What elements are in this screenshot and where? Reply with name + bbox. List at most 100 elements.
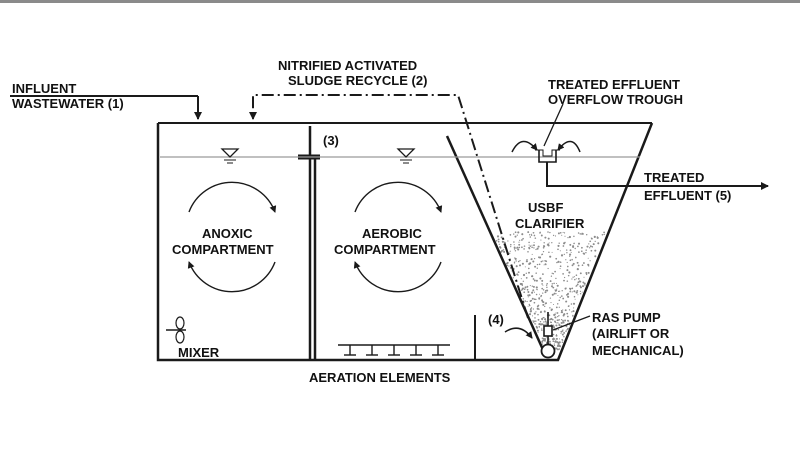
sludge-dot — [539, 257, 541, 259]
sludge-dot — [549, 231, 551, 234]
sludge-dot — [522, 298, 525, 300]
recycle-label: SLUDGE RECYCLE (2) — [288, 73, 427, 88]
sludge-dot — [510, 243, 512, 246]
sludge-dot — [530, 307, 532, 310]
sludge-dot — [563, 331, 566, 334]
sludge-dot — [565, 259, 567, 261]
sludge-dot — [550, 275, 553, 277]
aeration-elements-icon — [338, 344, 450, 356]
sludge-dot — [581, 246, 583, 249]
sludge-dot — [501, 240, 504, 243]
sludge-dot — [568, 235, 572, 239]
sludge-dot — [564, 241, 566, 244]
sludge-dot — [561, 338, 564, 341]
sludge-dot — [557, 328, 560, 331]
sludge-dot — [540, 234, 543, 237]
sludge-dot — [572, 315, 574, 317]
sludge-dot — [556, 322, 558, 324]
sludge-dot — [533, 244, 535, 247]
sludge-dot — [552, 325, 555, 328]
sludge-dot — [546, 289, 549, 292]
sludge-dot — [581, 291, 583, 293]
sludge-dot — [560, 261, 562, 263]
sludge-dot — [555, 293, 557, 295]
sludge-dot — [574, 278, 576, 281]
sludge-dot — [552, 324, 554, 326]
anoxic-circulation-arrows — [187, 181, 277, 293]
sludge-dot — [573, 290, 576, 293]
sludge-dot — [549, 255, 552, 258]
sludge-dot — [513, 246, 516, 249]
sludge-dot — [542, 303, 545, 306]
sludge-dot — [594, 255, 597, 258]
sludge-dot — [571, 287, 574, 290]
sludge-dot — [569, 324, 571, 326]
sludge-dot — [569, 249, 572, 252]
sludge-dot — [545, 302, 548, 304]
sludge-dot — [545, 337, 547, 339]
sludge-dot — [514, 231, 517, 234]
sludge-dot — [513, 262, 516, 264]
sludge-dot — [579, 272, 582, 275]
sludge-dot — [518, 246, 521, 249]
sludge-dot — [521, 233, 524, 236]
sludge-dot — [544, 263, 547, 266]
sludge-dot — [527, 294, 529, 297]
sludge-dot — [542, 339, 545, 342]
mixer-icon — [166, 316, 186, 344]
sludge-dot — [516, 246, 519, 249]
sludge-dot — [513, 233, 515, 235]
sludge-dot — [591, 246, 594, 248]
sludge-dot — [566, 269, 569, 272]
sludge-dot — [542, 289, 545, 291]
sludge-dot — [528, 241, 530, 244]
sludge-dot — [557, 319, 559, 322]
sludge-dot — [541, 254, 543, 256]
sludge-dot — [545, 322, 548, 324]
sludge-dot — [524, 266, 526, 268]
sludge-dot — [554, 316, 557, 319]
sludge-dot — [558, 344, 561, 347]
sludge-dot — [535, 286, 538, 289]
sludge-dot — [582, 281, 585, 284]
sludge-dot — [528, 234, 531, 236]
sludge-dot — [541, 343, 544, 345]
sludge-dot — [550, 308, 553, 311]
sludge-dot — [561, 341, 564, 344]
sludge-dot — [582, 262, 585, 264]
sludge-dot — [553, 343, 555, 345]
overflow-arrow-right — [557, 140, 581, 153]
sludge-dot — [555, 334, 558, 337]
sludge-dot — [534, 320, 536, 323]
trough-label: TREATED EFFLUENT — [548, 77, 680, 92]
sludge-dot — [556, 312, 559, 314]
sludge-dot — [568, 305, 570, 307]
sludge-dot — [583, 252, 585, 255]
sludge-dot — [558, 324, 561, 327]
sludge-dot — [558, 315, 560, 317]
sludge-dot — [543, 242, 545, 244]
sludge-dot — [536, 267, 538, 269]
sludge-dot — [568, 271, 571, 274]
sludge-dot — [558, 242, 560, 244]
sludge-dot — [577, 294, 579, 296]
sludge-dot — [575, 274, 578, 277]
sludge-dot — [566, 280, 569, 282]
sludge-dot — [534, 323, 536, 325]
sludge-dot — [554, 320, 556, 323]
ras-pump-label: MECHANICAL) — [592, 343, 684, 358]
aeration-label: AERATION ELEMENTS — [309, 370, 451, 385]
sludge-dot — [544, 236, 547, 239]
sludge-dot — [531, 253, 533, 255]
sludge-dot — [517, 248, 520, 251]
sludge-dot — [512, 277, 514, 279]
sludge-dot — [521, 284, 523, 287]
sludge-dot — [521, 239, 523, 241]
sludge-dot — [571, 264, 574, 267]
sludge-dot — [535, 311, 537, 313]
sludge-dot — [555, 324, 557, 326]
sludge-dot — [531, 258, 533, 260]
sludge-dot — [526, 286, 529, 288]
sludge-dot — [563, 276, 566, 279]
aerobic-label: COMPARTMENT — [334, 242, 436, 257]
